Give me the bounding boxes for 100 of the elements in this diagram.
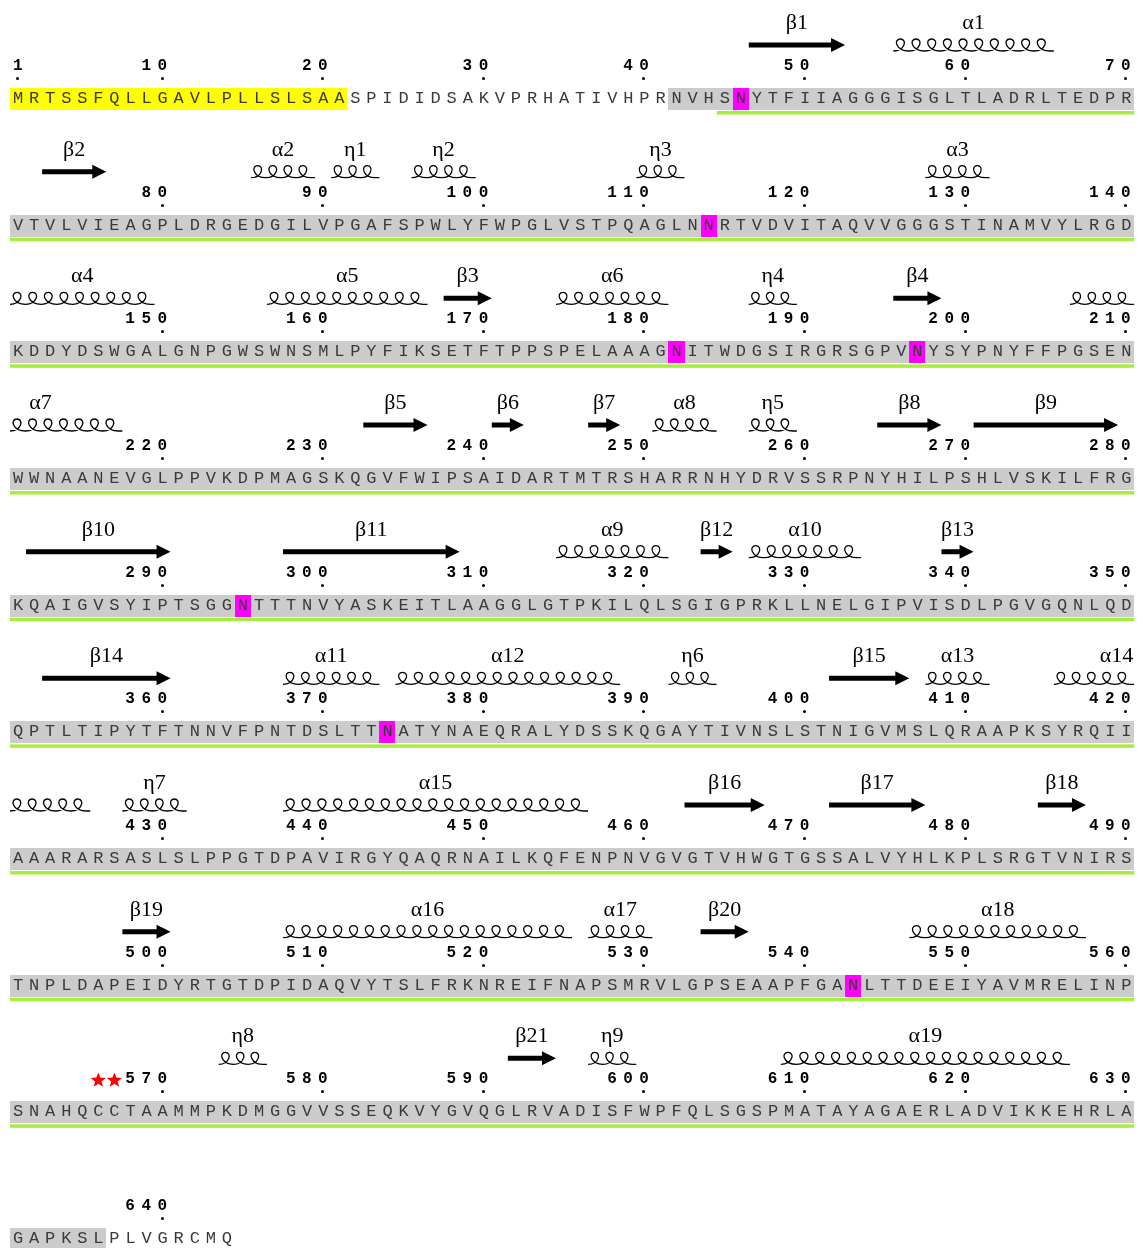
structure-label: α19: [908, 1023, 943, 1048]
shaded-sequence: ATYNAEQRALYDSSKQGAYTIVNSLSTNIGVMSLQRAAPKSYRQII: [395, 721, 1135, 744]
shaded-sequence: ITWDGSIRGRSGPV: [684, 341, 910, 364]
structure-label: β20: [708, 896, 742, 921]
shaded-sequence: WWNAANEVGLPPVKDPMAGSKQGVFWIPSAIDARTMTRSHARRNHYDRVSSRPNYHILPSHLVSKILFRG: [10, 468, 1135, 490]
structure-label: β16: [708, 770, 742, 794]
residue-number: 640: [122, 1198, 171, 1222]
shaded-sequence: AAARARSASLSLPPGTDPAVIRGYQAQRNAILKQFENPNVGVGTVHWGTGSSALVYHLKPLSRGTVNIRS: [10, 848, 1135, 870]
residue-number: 470: [764, 818, 813, 842]
structure-label: η3: [649, 136, 672, 161]
residue-number: 500: [122, 944, 171, 969]
shaded-sequence: YSYPNYFFPGSEN: [925, 341, 1135, 364]
residue-number: 410: [925, 691, 974, 716]
residue-number: 340: [925, 564, 974, 589]
residue-number: 530: [604, 944, 653, 969]
residue-number: 620: [925, 1071, 974, 1096]
residue-number: 20: [299, 58, 332, 82]
structure-label: β19: [129, 896, 164, 921]
sequence-text: SPIDIDSAKVPRHATIVHPR: [349, 88, 669, 110]
highlighted-residue: N: [909, 341, 926, 364]
structure-label: β1: [785, 10, 808, 34]
structure-label: α12: [491, 643, 525, 668]
structure-label: β7: [593, 390, 616, 414]
structure-label: α7: [29, 390, 52, 414]
shaded-sequence: KQAIGVSYIPTSGG: [10, 594, 235, 617]
shaded-sequence: SNAHQCCTAAMMPKDMGGVVSSEQKVYGVQGLRVADISFWPFQLSGSPMATAYAGAERLADVIKKEHRLA: [10, 1101, 1135, 1124]
residue-number: 320: [604, 564, 653, 589]
sequence-text: PLVGRCMQ: [108, 1228, 235, 1248]
structure-label: β12: [700, 516, 734, 541]
structure-label: η9: [600, 1023, 624, 1048]
residue-number: 250: [604, 438, 653, 462]
residue-number: 480: [925, 818, 974, 842]
structure-label: η8: [231, 1023, 255, 1048]
residue-number: 130: [925, 184, 974, 209]
residue-number: 380: [443, 691, 492, 716]
residue-number: 110: [604, 184, 653, 209]
structure-label: η1: [344, 136, 367, 161]
shaded-sequence: QPTLTIPYTFTNNVFPNTDSLTT: [10, 721, 380, 744]
structure-label: α8: [673, 390, 696, 414]
shaded-sequence: KDDYDSWGALGNPGWSWNSMLPYFIKSETFTPPSPELAAAG: [10, 341, 669, 364]
residue-number: 370: [282, 691, 332, 716]
residue-number: 450: [443, 818, 492, 842]
highlighted-residue: N: [379, 721, 396, 744]
residue-number: 120: [764, 184, 813, 209]
residue-number: 600: [604, 1071, 653, 1096]
residue-number: 200: [925, 311, 974, 336]
residue-number: 290: [122, 564, 171, 589]
structure-label: α10: [788, 516, 822, 541]
residue-number: 210: [1085, 311, 1135, 336]
residue-number: 10: [138, 58, 171, 82]
structure-label: η5: [761, 390, 785, 414]
shaded-sequence: TTTNVYASKEITLAAGGLGTPKILQLSGIGPRKLLNELGIPVISDLPGVGQNLQD: [250, 594, 1135, 617]
structure-label: β2: [63, 136, 86, 161]
residue-number: 100: [443, 184, 492, 209]
residue-number: 150: [122, 311, 171, 336]
structure-label: α4: [70, 263, 94, 288]
structure-label: β8: [898, 390, 921, 414]
residue-number: 70: [1102, 58, 1135, 82]
structure-label: α16: [410, 896, 445, 921]
residue-number: 430: [122, 818, 171, 842]
structure-label: α17: [603, 896, 637, 921]
structure-label: α6: [600, 263, 624, 288]
residue-number: 510: [282, 944, 332, 969]
shaded-sequence: YTFIIAGGGISGLTLADRLTEDPR: [748, 88, 1135, 110]
structure-label: α14: [1099, 643, 1134, 668]
residue-number: 190: [764, 311, 813, 336]
structure-label: β15: [852, 643, 886, 668]
residue-number: 40: [620, 58, 653, 82]
residue-number: 260: [764, 438, 813, 462]
residue-number: 330: [764, 564, 813, 589]
residue-number: 300: [282, 564, 332, 589]
residue-number: 420: [1085, 691, 1135, 716]
residue-number: 30: [459, 58, 492, 82]
highlighted-residue: N: [845, 974, 862, 997]
residue-number: 630: [1085, 1071, 1135, 1096]
structure-label: α15: [418, 770, 453, 794]
structure-label: β6: [496, 390, 519, 414]
residue-number: 270: [925, 438, 974, 462]
structure-label: α5: [335, 263, 359, 288]
residue-number: 180: [604, 311, 653, 336]
residue-number: 570: [122, 1071, 171, 1096]
residue-number: 90: [299, 184, 332, 209]
highlighted-residue: N: [668, 341, 685, 364]
structure-label: β14: [89, 643, 123, 668]
structure-label: β5: [384, 390, 407, 414]
structure-label: α13: [940, 643, 975, 668]
residue-number: 160: [282, 311, 332, 336]
residue-number: 560: [1085, 944, 1135, 969]
structure-label: η6: [681, 643, 704, 668]
structure-label: β11: [355, 516, 388, 541]
residue-number: 230: [282, 438, 332, 462]
residue-number: 170: [443, 311, 492, 336]
structure-label: α1: [962, 10, 985, 34]
residue-number: 1: [9, 58, 26, 82]
residue-number: 350: [1085, 564, 1135, 589]
residue-number: 310: [443, 564, 492, 589]
structure-label: β13: [940, 516, 975, 541]
residue-number: 460: [604, 818, 653, 842]
structure-label: α9: [600, 516, 624, 541]
structure-label: α3: [946, 136, 969, 161]
